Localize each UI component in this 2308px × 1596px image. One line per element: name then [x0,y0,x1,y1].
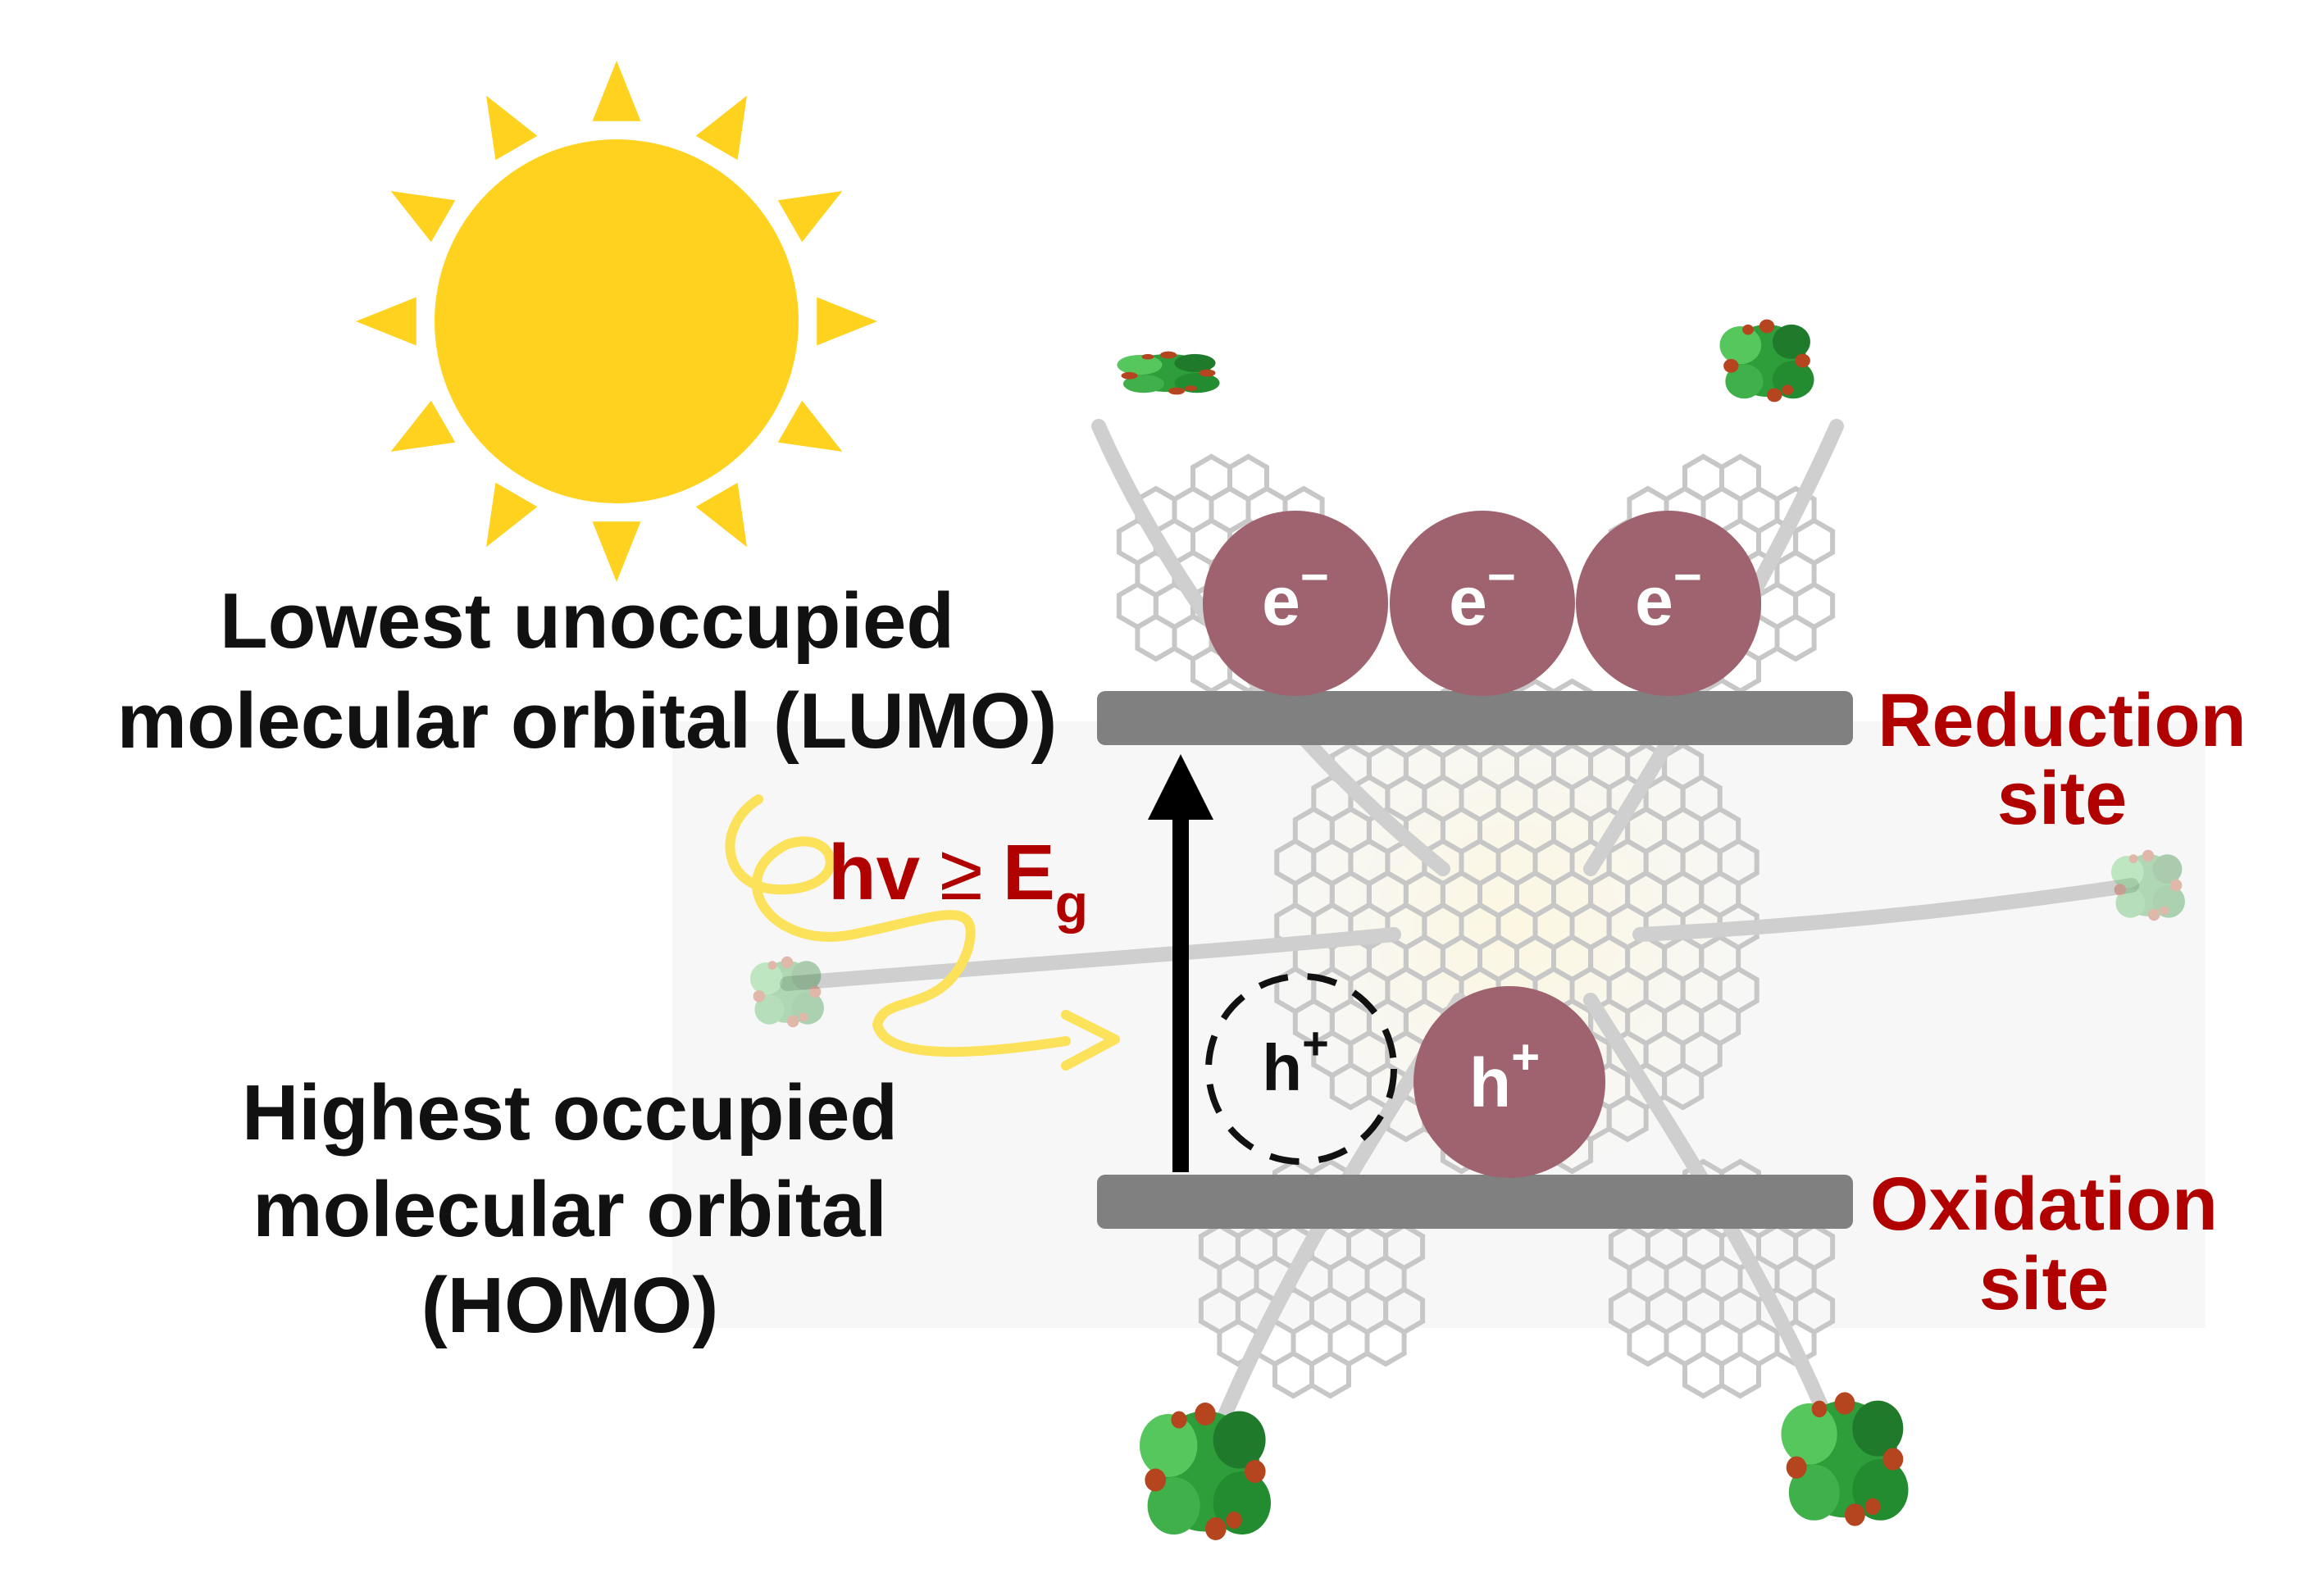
lattice-hexagon [1606,1094,1649,1143]
svg-text:e−: e− [1449,549,1516,639]
electron-symbol: e [1635,562,1673,639]
electron-sign: − [1487,549,1516,604]
sun-ray [592,61,641,121]
lumo-label-line1: Lowest unoccupied [220,577,954,665]
electron-2: e− [1390,511,1575,696]
sun-ray [592,521,641,582]
hole-sign: + [1302,1017,1329,1069]
hole-symbol: h [1262,1031,1302,1104]
svg-text:h+: h+ [1262,1017,1329,1104]
hole-vacancy-circle [1205,973,1397,1165]
lattice-hexagon [1682,1350,1724,1399]
hole-sign: + [1511,1030,1540,1084]
lattice-hexagon [1135,613,1177,662]
sun-disk [435,139,799,503]
bandgap-symbol: E [1003,829,1055,916]
metal-cluster-icon [1140,1403,1271,1540]
svg-text:e−: e− [1262,549,1329,639]
electron-circle [1203,511,1388,696]
sun-ray [777,400,843,452]
electron-3: e− [1576,511,1761,696]
hole-particle: h+ [1413,986,1605,1178]
homo-band [1097,1175,1853,1229]
sun-icon [356,61,877,582]
homo-label-line1: Highest occupied [242,1069,898,1157]
sun-rays [356,61,877,582]
sun-ray [695,482,747,548]
lumo-band [1097,691,1853,745]
lattice-hexagon [1662,1062,1705,1111]
hole-circle [1413,986,1605,1178]
framework-arm-left [780,927,1401,991]
svg-text:h+: h+ [1469,1030,1540,1121]
metal-cluster-icon [2111,849,2185,921]
hole-vacancy: h+ [1205,973,1397,1165]
sun-ray [486,482,538,548]
lattice-hexagon [1364,1318,1407,1367]
lumo-label-line2: molecular orbital (LUMO) [117,677,1058,765]
reduction-site-line1: Reduction [1878,679,2247,762]
sun-ray [817,297,877,346]
oxidation-site-line2: site [1979,1242,2110,1325]
sun-ray [390,400,456,452]
metal-cluster-icon [1719,319,1814,402]
electron-symbol: e [1449,562,1487,639]
sun-ray [695,95,747,161]
relation-symbol: ≥ [940,829,983,916]
metal-cluster-icon [750,956,824,1028]
homo-label-line3: (HOMO) [421,1262,719,1349]
lattice-hexagon [1719,1350,1761,1399]
electron-1: e− [1203,511,1388,696]
svg-text:e−: e− [1635,549,1702,639]
sun-ray [777,191,843,243]
electron-circle [1576,511,1761,696]
electron-sign: − [1673,549,1702,604]
lattice-hexagon [1774,1318,1817,1367]
photon-wave-icon [725,794,1071,1057]
homo-label-line2: molecular orbital [253,1166,887,1253]
reduction-site-line2: site [1997,757,2128,840]
photon-arrowhead-icon [1061,1010,1120,1071]
sun-ray [390,191,456,243]
lattice-hexagon [1774,613,1817,662]
lattice-hexagon [1272,1350,1314,1399]
hole-symbol: h [1469,1044,1511,1121]
electron-sign: − [1300,549,1329,604]
sun-ray [356,297,417,346]
sun-ray [486,95,538,161]
framework-arm-right [1632,878,2139,942]
excitation-equation: hv≥Eg [828,829,1088,934]
bandgap-subscript: g [1055,873,1088,934]
oxidation-site-line1: Oxidation [1870,1162,2218,1246]
photon-energy: hv [828,829,920,916]
electron-circle [1390,511,1575,696]
lattice-hexagon [1309,1350,1351,1399]
electron-symbol: e [1262,562,1300,639]
metal-cluster-icon [1117,351,1220,395]
metal-cluster-icon [1781,1392,1909,1526]
